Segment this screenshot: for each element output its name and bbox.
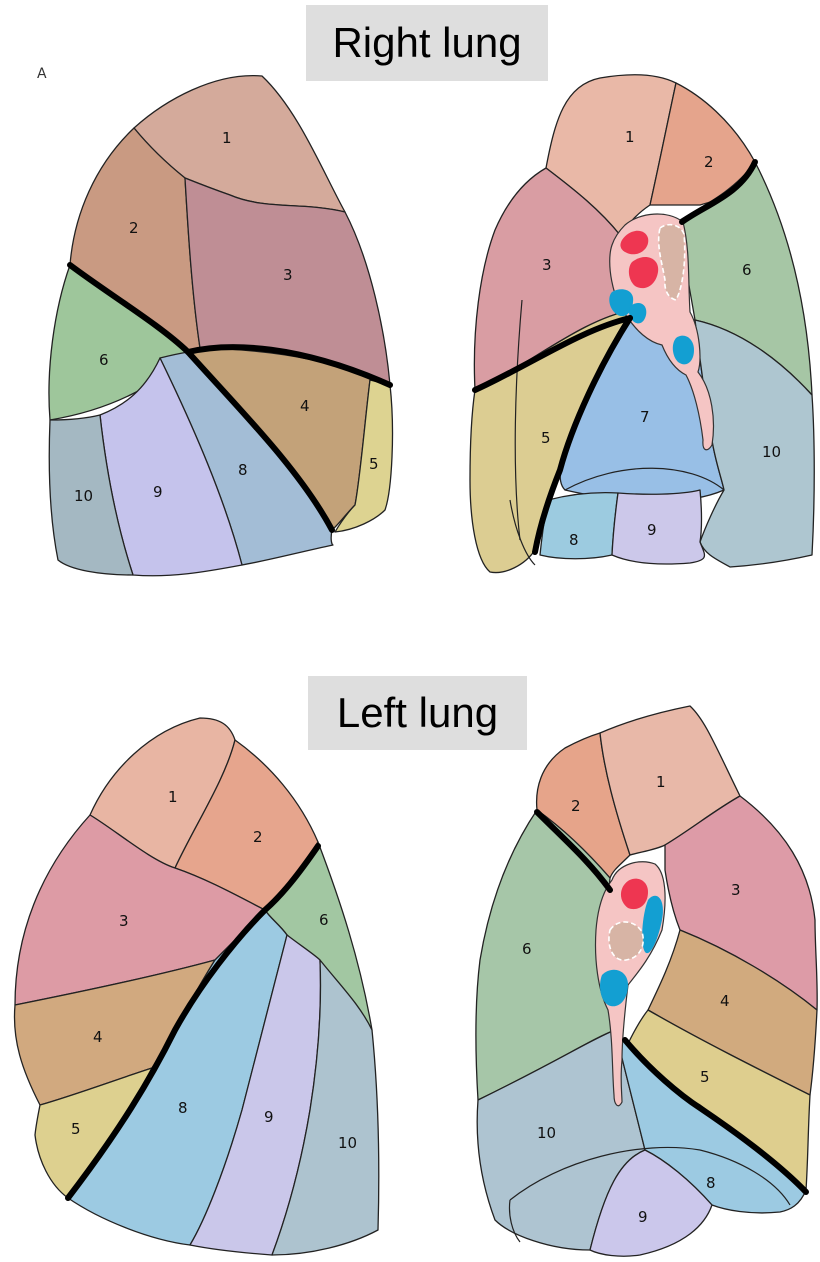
- lm-label-9: 9: [638, 1208, 648, 1226]
- lm-label-6: 6: [522, 940, 532, 958]
- lm-label-8: 8: [706, 1174, 716, 1192]
- lm-label-3: 3: [731, 881, 741, 899]
- lm-label-10: 10: [537, 1124, 556, 1142]
- lm-label-5: 5: [700, 1068, 710, 1086]
- lm-segments: [476, 706, 817, 1256]
- lm-label-4: 4: [720, 992, 730, 1010]
- lm-label-2: 2: [571, 797, 581, 815]
- lm-label-1: 1: [656, 773, 666, 791]
